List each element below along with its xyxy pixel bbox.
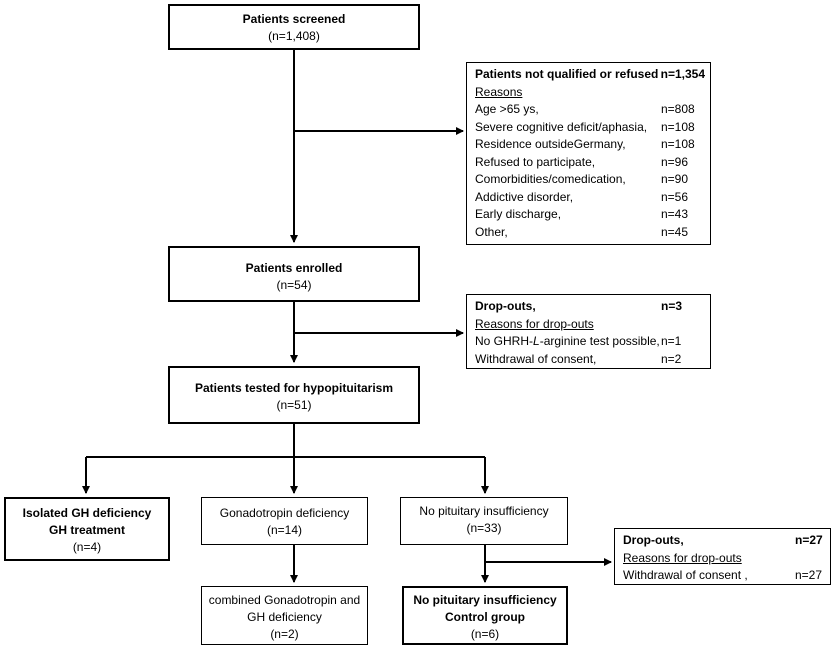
isolated-gh-line2: GH treatment <box>48 523 125 537</box>
dropout-reason-count: n=27 <box>795 568 823 582</box>
dropout-reason-label: No GHRH-L-arginine test possible, <box>475 333 660 351</box>
dropouts-2-box: Drop-outs, n=27 Reasons for drop-outs Wi… <box>614 528 831 585</box>
reason-label: Addictive disorder, <box>475 189 574 204</box>
dropout-reason-row: Withdrawal of consent, n=2 <box>475 351 705 369</box>
combined-line1: combined Gonadotropin and <box>208 593 361 607</box>
tested-title: Patients tested for hypopituitarism <box>194 381 394 395</box>
screened-box: Patients screened (n=1,408) <box>168 4 420 50</box>
not-qualified-box: Patients not qualified or refused n=1,35… <box>466 62 711 245</box>
combined-box: combined Gonadotropin and GH deficiency … <box>201 586 368 645</box>
dropout-reason-row: No GHRH-L-arginine test possible, n=1 <box>475 333 705 351</box>
not-qualified-header: Patients not qualified or refused n=1,35… <box>475 66 705 84</box>
reason-label: Early discharge, <box>475 207 562 221</box>
dropouts-1-box: Drop-outs, n=3 Reasons for drop-outs No … <box>466 294 711 369</box>
dropout-reason-label: Withdrawal of consent, <box>475 351 597 366</box>
enrolled-title: Patients enrolled <box>245 261 343 275</box>
dropout-reason-row: Withdrawal of consent , n=27 <box>623 567 825 585</box>
reason-label: Other, <box>475 224 508 239</box>
gonadotropin-box: Gonadotropin deficiency (n=14) <box>201 497 368 545</box>
gonadotropin-title: Gonadotropin deficiency <box>219 506 350 520</box>
not-qualified-count: n=1,354 <box>660 67 705 81</box>
control-line2: Control group <box>445 610 525 624</box>
reason-label: Comorbidities/comedication, <box>475 172 626 186</box>
combined-line2: GH deficiency <box>247 610 322 624</box>
dropout-reason-count: n=1 <box>661 334 682 348</box>
reason-count: n=108 <box>661 137 695 151</box>
dropouts-2-reasons-label: Reasons for drop-outs <box>623 550 742 565</box>
dropout-reason-text: -arginine test possible, <box>539 334 660 348</box>
reason-row: Early discharge, n=43 <box>475 206 705 224</box>
control-count: (n=6) <box>470 627 500 641</box>
no-pituitary-box: No pituitary insufficiency (n=33) <box>400 497 568 545</box>
no-pituitary-count: (n=33) <box>466 521 502 535</box>
reason-label: Age >65 ys, <box>475 102 539 116</box>
reason-count: n=56 <box>661 189 689 204</box>
screened-count: (n=1,408) <box>268 29 320 43</box>
reason-row: Other, n=45 <box>475 224 705 242</box>
reason-label: Residence outsideGermany, <box>475 137 626 151</box>
reason-row: Age >65 ys, n=808 <box>475 101 705 119</box>
reason-row: Comorbidities/comedication, n=90 <box>475 171 705 189</box>
dropouts-2-header: Drop-outs, n=27 <box>623 532 825 550</box>
dropout-reason-italic: L <box>533 334 540 348</box>
isolated-gh-box: Isolated GH deficiency GH treatment (n=4… <box>4 497 170 561</box>
reason-count: n=96 <box>661 154 689 169</box>
not-qualified-title: Patients not qualified or refused <box>475 67 659 81</box>
tested-count: (n=51) <box>276 398 312 412</box>
control-line1: No pituitary insufficiency <box>413 593 557 607</box>
dropouts-1-title: Drop-outs, <box>475 299 536 313</box>
dropouts-2-title: Drop-outs, <box>623 533 684 547</box>
reason-row: Residence outsideGermany, n=108 <box>475 136 705 154</box>
enrolled-count: (n=54) <box>276 278 312 292</box>
isolated-gh-line1: Isolated GH deficiency <box>22 506 152 520</box>
dropouts-2-count: n=27 <box>795 533 823 547</box>
gonadotropin-count: (n=14) <box>266 523 303 537</box>
reason-row: Addictive disorder, n=56 <box>475 189 705 207</box>
tested-box: Patients tested for hypopituitarism (n=5… <box>168 366 420 424</box>
dropouts-1-count: n=3 <box>661 299 683 313</box>
reason-count: n=90 <box>661 172 689 186</box>
dropout-reason-count: n=2 <box>661 351 682 366</box>
combined-count: (n=2) <box>270 627 299 641</box>
dropouts-1-header: Drop-outs, n=3 <box>475 298 705 316</box>
reason-count: n=45 <box>661 224 689 239</box>
isolated-gh-count: (n=4) <box>72 540 102 554</box>
reason-row: Severe cognitive deficit/aphasia, n=108 <box>475 119 705 137</box>
control-box: No pituitary insufficiency Control group… <box>402 586 568 645</box>
reason-count: n=108 <box>661 119 695 134</box>
dropout-reason-text: No GHRH- <box>475 334 534 348</box>
reason-count: n=43 <box>661 207 689 221</box>
reason-label: Severe cognitive deficit/aphasia, <box>475 119 648 134</box>
reason-count: n=808 <box>661 102 695 116</box>
reason-row: Refused to participate, n=96 <box>475 154 705 172</box>
reason-label: Refused to participate, <box>475 154 596 169</box>
reasons-label: Reasons <box>475 84 523 99</box>
enrolled-box: Patients enrolled (n=54) <box>168 246 420 302</box>
screened-title: Patients screened <box>242 12 346 26</box>
no-pituitary-title: No pituitary insufficiency <box>419 504 549 518</box>
dropout-reason-label: Withdrawal of consent , <box>623 568 748 582</box>
dropouts-1-reasons-label: Reasons for drop-outs <box>475 316 594 331</box>
